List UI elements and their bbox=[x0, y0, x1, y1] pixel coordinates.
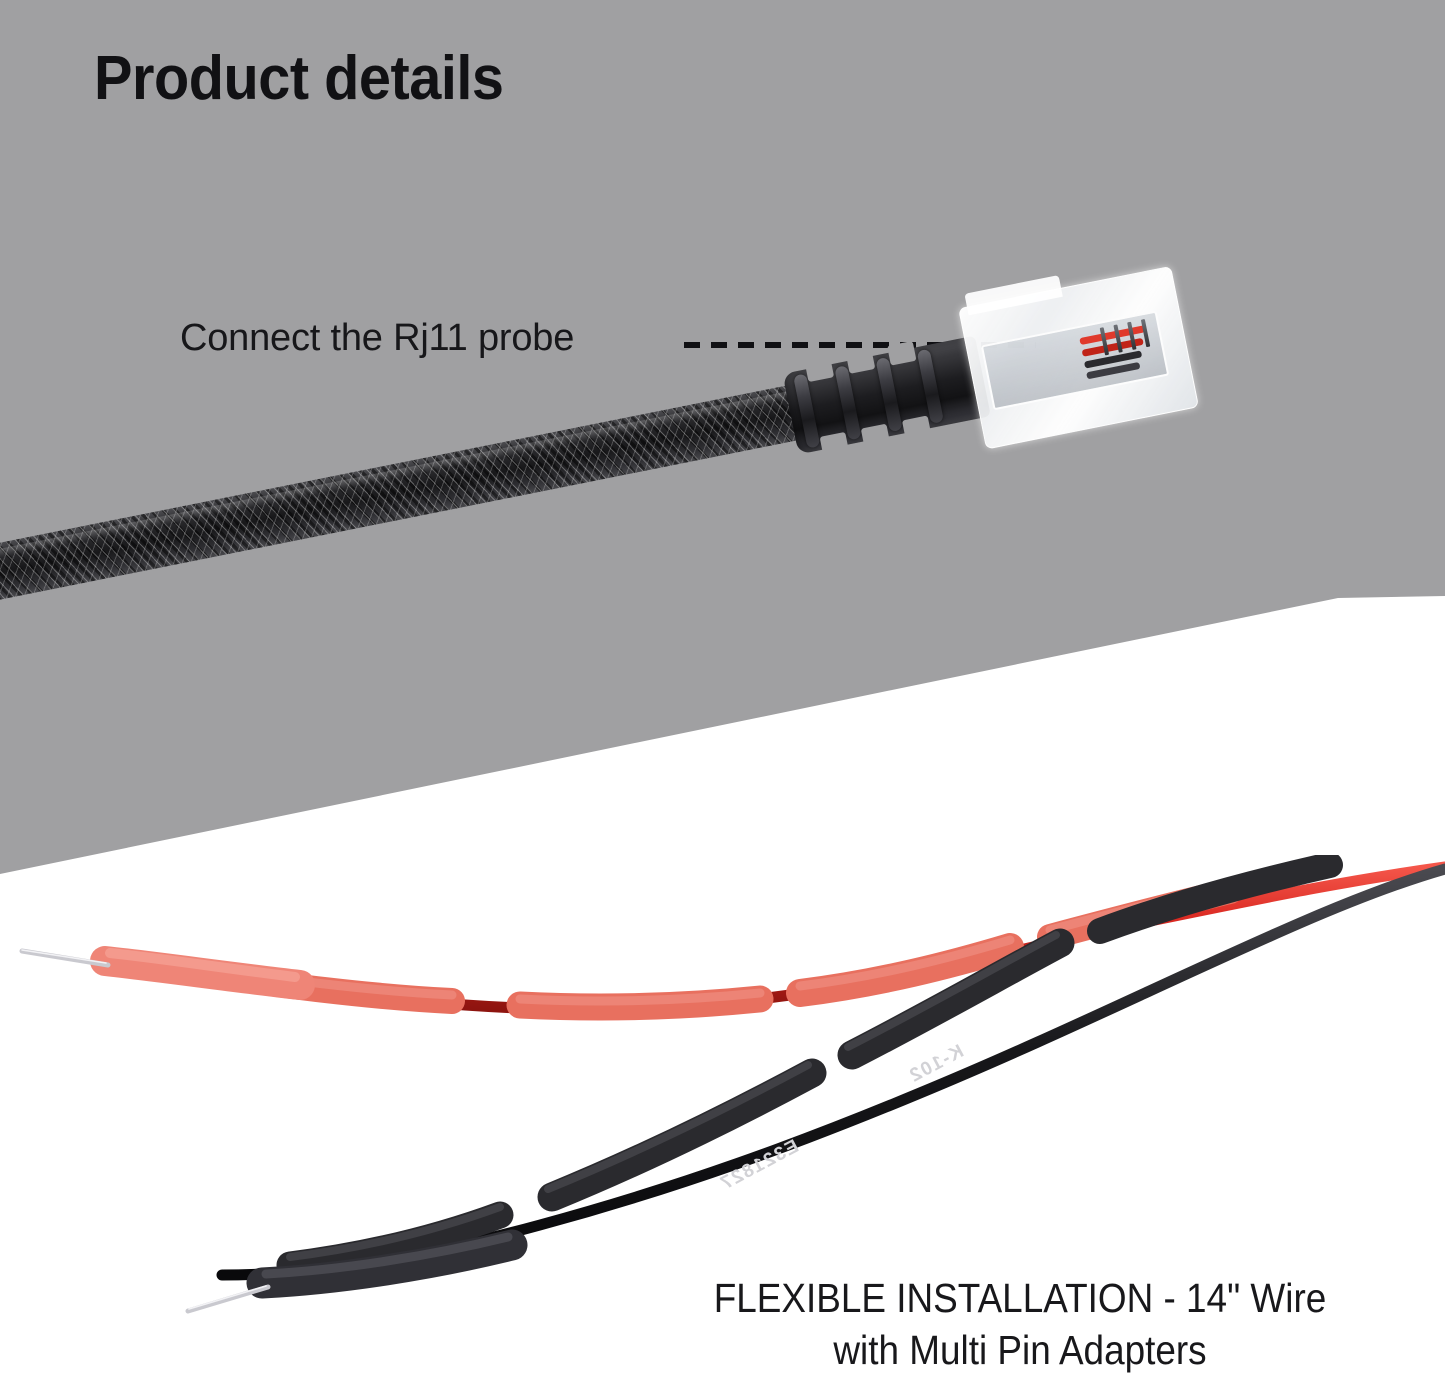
black-probe-pin bbox=[185, 1284, 271, 1314]
boot-rib bbox=[834, 365, 862, 441]
black-sleeve-segment bbox=[276, 1201, 514, 1279]
black-sleeve-highlight bbox=[544, 1061, 812, 1193]
black-sleeve-segment bbox=[537, 1058, 827, 1212]
red-sleeve-segment bbox=[786, 933, 1024, 1007]
caption-line-2: with Multi Pin Adapters bbox=[833, 1327, 1207, 1374]
black-probe-pin-highlight bbox=[188, 1285, 267, 1310]
black-sleeve-segment bbox=[837, 928, 1075, 1070]
boot-notch bbox=[819, 431, 850, 457]
black-sleeve-highlight bbox=[286, 1203, 504, 1261]
boot-rib bbox=[875, 356, 903, 433]
black-sleeve-segment bbox=[1087, 855, 1343, 944]
black-sleeve-highlight bbox=[844, 931, 1060, 1051]
red-probe-pin-highlight bbox=[21, 949, 107, 964]
red-sleeve-highlight bbox=[795, 935, 1015, 991]
probe-wires-illustration: E321827 K-102 bbox=[19, 855, 1445, 1314]
boot-notch bbox=[804, 357, 835, 383]
red-probe-sleeve bbox=[90, 946, 315, 1000]
boot-rib bbox=[793, 373, 821, 449]
callout-label: Connect the Rj11 probe bbox=[180, 317, 575, 359]
red-probe-pin bbox=[19, 948, 111, 968]
black-probe-sleeve bbox=[246, 1229, 528, 1299]
red-sleeve-highlight bbox=[515, 988, 765, 1006]
feature-caption: FLEXIBLE INSTALLATION - 14" Wire with Mu… bbox=[660, 1272, 1380, 1376]
black-probe-sleeve-highlight bbox=[261, 1232, 513, 1279]
boot-notch bbox=[845, 349, 876, 374]
page-title: Product details bbox=[94, 44, 504, 113]
caption-line-1: FLEXIBLE INSTALLATION - 14" Wire bbox=[713, 1275, 1327, 1321]
callout-leader-line bbox=[684, 342, 1036, 348]
boot-rib bbox=[916, 348, 944, 424]
black-wire-core bbox=[216, 863, 1445, 1281]
red-sleeve-segment bbox=[506, 985, 774, 1021]
boot-notch bbox=[887, 340, 917, 366]
plug-clear-window bbox=[980, 310, 1170, 411]
red-probe-sleeve-highlight bbox=[105, 948, 300, 982]
